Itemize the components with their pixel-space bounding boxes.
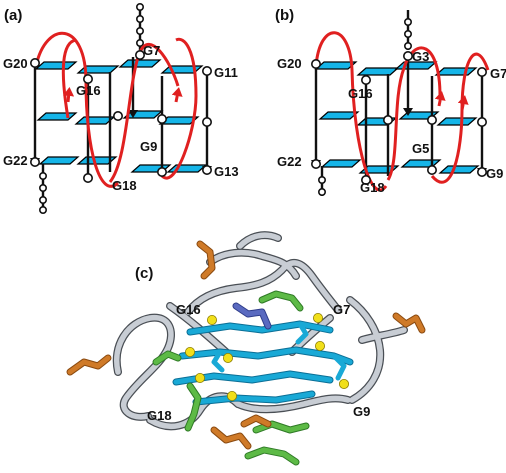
residue-labels-a: G20 G7 G11 G16 G9 G22 G18 G13	[3, 43, 239, 193]
residue-labels-b: G20 G3 G7 G16 G5 G22 G18 G9	[277, 49, 506, 195]
loop-path	[61, 38, 77, 119]
atom	[314, 340, 325, 351]
residue-label-g22: G22	[277, 154, 302, 169]
loop-arrow	[171, 87, 183, 103]
molecular-stick-model	[66, 231, 426, 466]
panel-c-label: (c)	[135, 265, 153, 282]
loops-b	[314, 31, 490, 192]
nucleotide-bead	[136, 26, 145, 35]
loop-arrow	[434, 91, 446, 107]
loop-path	[386, 46, 442, 181]
panel-c: (c)	[66, 231, 426, 466]
nucleotide-bead	[38, 172, 47, 181]
residue-labels-c: G16 G7 G18 G9	[147, 302, 370, 423]
atom	[226, 390, 237, 401]
residue-label-g11: G11	[214, 65, 238, 80]
atom	[184, 346, 195, 357]
residue-label-g20: G20	[277, 56, 302, 71]
backbone-fill	[114, 232, 407, 430]
loop-arrows-a	[63, 87, 183, 103]
residue-label-g18: G18	[147, 408, 172, 423]
nucleotide-bead	[403, 29, 412, 38]
loop-path	[160, 37, 198, 180]
nodes-a	[29, 49, 213, 184]
guanine-plate	[166, 164, 208, 173]
tail-beads-a	[38, 2, 145, 215]
loop-path	[430, 52, 490, 184]
nucleotide-bead	[136, 2, 145, 12]
tetrad-a-top	[34, 59, 204, 74]
residue-label-g7: G7	[490, 66, 506, 81]
residue-label-g16: G16	[76, 83, 101, 98]
residue-label-g5: G5	[412, 141, 429, 156]
guanine-plate	[38, 156, 80, 165]
residue-label-g22: G22	[3, 153, 28, 168]
atom	[222, 352, 233, 363]
residue-label-g7: G7	[333, 302, 350, 317]
panel-a-label: (a)	[4, 7, 22, 24]
atom	[312, 312, 323, 323]
green-residue	[153, 291, 309, 465]
guanine-plate	[34, 61, 78, 70]
nucleotide-bead	[136, 38, 145, 47]
loop-arrow	[457, 95, 469, 111]
yellow-atoms	[184, 312, 349, 401]
panel-b: (b)	[275, 7, 506, 197]
residue-label-g18: G18	[360, 180, 385, 195]
nucleotide-bead	[38, 196, 47, 205]
nucleotide-bead	[38, 206, 47, 215]
atom	[194, 372, 205, 383]
nucleotide-bead	[403, 17, 412, 26]
atom	[338, 378, 349, 389]
nucleotide-bead	[403, 41, 412, 50]
panel-b-label: (b)	[275, 7, 294, 24]
residue-label-g16: G16	[348, 86, 373, 101]
guanine-quartet	[173, 321, 353, 405]
nucleotide-bead	[38, 184, 47, 193]
residue-label-g13: G13	[214, 164, 239, 179]
residue-label-g3: G3	[412, 49, 429, 64]
nucleotide-bead	[317, 176, 326, 185]
guanine-plate	[74, 116, 116, 125]
residue-label-g9: G9	[353, 404, 370, 419]
loop-arrows-b	[434, 91, 469, 111]
nucleotide-bead	[136, 15, 145, 24]
residue-label-g9: G9	[486, 166, 503, 181]
nucleotide-bead	[317, 188, 326, 197]
residue-label-g7: G7	[143, 43, 160, 58]
nodes-b	[310, 50, 487, 186]
tetrad-b-top	[314, 61, 478, 76]
loop-path	[314, 31, 388, 192]
blue-residue	[233, 303, 271, 329]
loop-arrow	[63, 87, 75, 103]
guanine-plate	[118, 59, 162, 68]
residue-label-g18: G18	[112, 178, 137, 193]
residue-label-g9: G9	[140, 139, 157, 154]
panel-a: (a)	[3, 2, 239, 215]
atom	[206, 314, 217, 325]
guanine-plate	[36, 112, 78, 121]
orange-group	[67, 241, 425, 449]
residue-label-g16: G16	[176, 302, 201, 317]
residue-label-g20: G20	[3, 56, 28, 71]
tail-beads-b	[317, 17, 412, 197]
